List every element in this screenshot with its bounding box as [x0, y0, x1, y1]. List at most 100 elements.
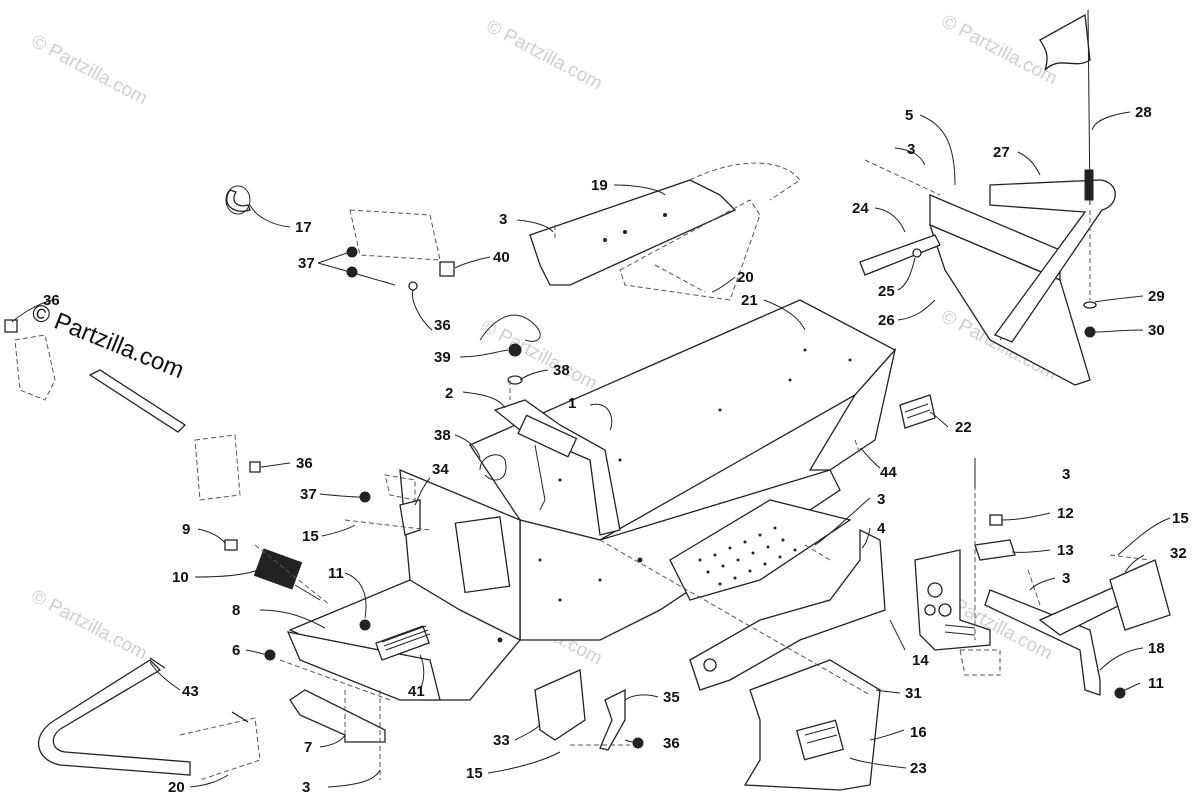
- callout-37: 37: [300, 486, 317, 503]
- axle-shaft: [88, 369, 187, 433]
- watermark: © Partzilla.com: [483, 16, 606, 95]
- clip-40: [439, 261, 455, 277]
- bolt-12: [989, 514, 1003, 526]
- reflector-22: [899, 394, 936, 429]
- callout-16: 16: [910, 724, 927, 741]
- plate-34: [399, 499, 421, 536]
- bracket-35: [599, 688, 626, 751]
- callout-2: 2: [445, 385, 453, 402]
- frame-perforated-floor: [669, 499, 852, 601]
- flag-clamp: [1084, 169, 1094, 201]
- watermark: © Partzilla.com: [938, 11, 1061, 90]
- callout-3: 3: [907, 141, 915, 158]
- callout-27: 27: [993, 144, 1010, 161]
- callout-34: 34: [432, 461, 449, 478]
- callout-3: 3: [499, 211, 507, 228]
- taillight-10: [224, 539, 321, 601]
- nut-11: [1114, 687, 1126, 699]
- watermark-dark: © Partzilla.com: [28, 299, 188, 385]
- axle-assembly: [4, 319, 261, 501]
- deck-rivets: [497, 348, 852, 643]
- callout-38: 38: [434, 427, 451, 444]
- plate-14-body: [914, 549, 991, 651]
- callout-18: 18: [1148, 640, 1165, 657]
- callout-12: 12: [1057, 505, 1074, 522]
- callout-1: 1: [568, 395, 576, 412]
- chassis-frame: [288, 299, 897, 701]
- callout-23: 23: [910, 760, 927, 777]
- callout-3: 3: [877, 491, 885, 508]
- tether-plug: [508, 343, 522, 357]
- callout-5: 5: [905, 107, 913, 124]
- bracket-32: [1109, 559, 1171, 631]
- cover-16: [743, 659, 881, 791]
- rack-bar-24: [859, 234, 941, 276]
- callout-8: 8: [232, 602, 240, 619]
- callout-14: 14: [912, 652, 929, 669]
- callout-26: 26: [878, 312, 895, 329]
- clamp-ring-17: [226, 189, 251, 212]
- bolt: [249, 461, 261, 473]
- rack-loop: [989, 179, 1116, 343]
- callout-36: 36: [434, 317, 451, 334]
- callout-39: 39: [434, 349, 451, 366]
- callout-38: 38: [553, 362, 570, 379]
- callout-21: 21: [741, 292, 758, 309]
- callout-3: 3: [302, 779, 310, 796]
- callout-32: 32: [1170, 545, 1187, 562]
- callout-43: 43: [182, 683, 199, 700]
- plate-14: [914, 549, 1001, 676]
- callout-15: 15: [302, 528, 319, 545]
- side-plate-4: [689, 528, 886, 691]
- arm-18: [984, 589, 1101, 696]
- tether-39: [479, 314, 541, 385]
- rear-rack: [859, 179, 1116, 386]
- watermark: © Partzilla.com: [28, 31, 151, 110]
- nut-11: [359, 619, 371, 631]
- callout-13: 13: [1057, 542, 1074, 559]
- cable-38: [479, 454, 507, 481]
- nut-37: [346, 246, 358, 258]
- callout-9: 9: [182, 521, 190, 538]
- upper-bracket: [346, 209, 455, 291]
- callout-3: 3: [1062, 570, 1070, 587]
- callout-10: 10: [172, 569, 189, 586]
- callout-29: 29: [1148, 288, 1165, 305]
- leader-lines: [11, 111, 1171, 788]
- callout-3: 3: [1062, 466, 1070, 483]
- bracket-33: [534, 669, 586, 741]
- callout-11: 11: [1148, 675, 1164, 692]
- callout-7: 7: [304, 739, 312, 756]
- callout-40: 40: [493, 249, 510, 266]
- callout-24: 24: [852, 200, 869, 217]
- bracket-13: [974, 539, 1016, 561]
- callout-6: 6: [232, 642, 240, 659]
- flap-26: [928, 223, 1091, 386]
- callout-17: 17: [295, 219, 312, 236]
- callout-20: 20: [168, 779, 185, 796]
- bumper-43: [37, 659, 191, 776]
- callout-22: 22: [955, 419, 972, 436]
- frame-opening: [454, 516, 511, 594]
- callout-41: 41: [408, 683, 425, 700]
- callout-20: 20: [737, 269, 754, 286]
- callout-30: 30: [1148, 322, 1165, 339]
- callout-25: 25: [878, 283, 895, 300]
- frame-tail: [808, 347, 897, 471]
- front-bumper-plate: [286, 631, 441, 701]
- nut-37: [359, 491, 371, 503]
- alignment-lines: [254, 159, 1151, 780]
- watermark: © Partzilla.com: [28, 586, 151, 665]
- nut-37: [346, 266, 358, 278]
- callout-36: 36: [296, 455, 313, 472]
- washer-29: [1083, 301, 1097, 309]
- callout-33: 33: [493, 732, 510, 749]
- flag-28: [1039, 9, 1094, 206]
- callout-4: 4: [877, 520, 886, 537]
- bracket-7: [289, 689, 386, 743]
- screw: [408, 281, 418, 291]
- taillight-housing: [253, 548, 303, 590]
- callout-28: 28: [1135, 104, 1152, 121]
- handle-grip: [517, 414, 578, 458]
